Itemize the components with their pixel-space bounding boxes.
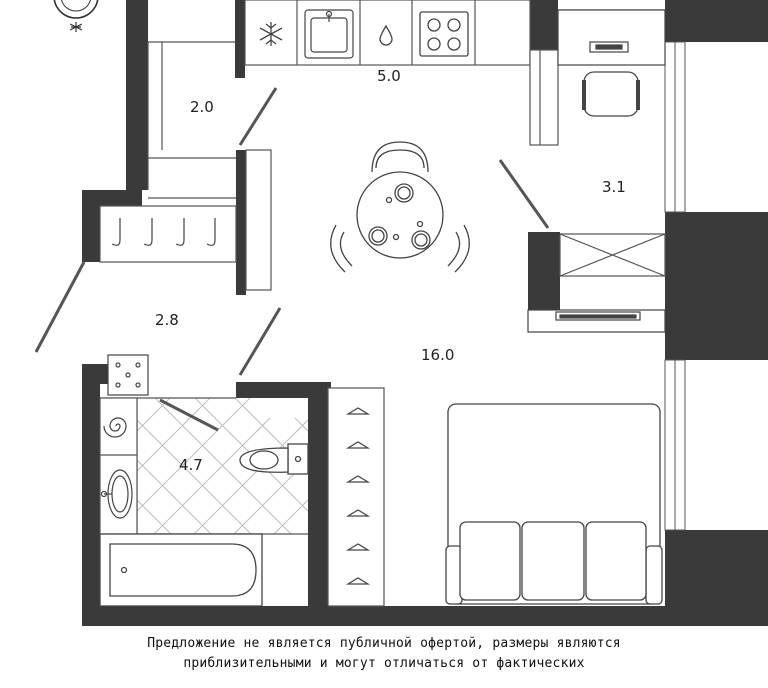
washer-icon (103, 417, 127, 438)
wall-right-top (665, 0, 768, 42)
pantry-walls (147, 41, 236, 199)
area-label-bathroom: 4.7 (179, 456, 203, 474)
snowflake-icon (259, 22, 283, 46)
wall-bath-top-right (236, 382, 331, 398)
shower-tray (107, 354, 149, 396)
water-drop-icon (379, 24, 393, 46)
bathroom-door (159, 398, 219, 432)
loggia-door (498, 159, 550, 229)
bath-entry-door (238, 307, 282, 376)
desk (557, 9, 666, 66)
living-wardrobe (327, 387, 385, 607)
disclaimer-line-1: Предложение не является публичной оферто… (147, 636, 621, 651)
wall-bath-left (82, 364, 100, 626)
area-label-pantry: 2.0 (190, 98, 214, 116)
compass-logo-icon (53, 0, 99, 32)
washbasin-icon (100, 469, 133, 519)
walls (82, 0, 768, 626)
hall-closet (245, 149, 272, 291)
entrance-door (34, 261, 86, 353)
disclaimer-line-2: приблизительными и могут отличаться от ф… (183, 656, 585, 671)
area-label-loggia: 3.1 (602, 178, 626, 196)
loggia-storage (559, 233, 666, 277)
kitchen-counter (244, 0, 531, 66)
area-label-kitchen: 5.0 (377, 67, 401, 85)
living-hangers (345, 407, 371, 585)
toilet-icon (239, 443, 309, 475)
wall-bottom (82, 606, 768, 626)
wall-top-right (530, 0, 558, 50)
area-label-hallway: 2.8 (155, 311, 179, 329)
wall-loggia-block (528, 232, 560, 312)
area-label-living: 16.0 (421, 346, 454, 364)
wall-top-left-stub (126, 0, 148, 190)
sofa-bed (445, 403, 663, 605)
windows (664, 41, 686, 531)
pantry-door (238, 87, 278, 146)
tv-cabinet (527, 309, 666, 333)
dining-set (330, 141, 470, 273)
wall-hall-left-block (82, 190, 100, 262)
stove-icon (419, 11, 469, 57)
sink-icon (304, 9, 354, 59)
wall-right-bottom (665, 530, 768, 626)
wall-pantry-partition (236, 150, 246, 295)
bathtub-icon (99, 533, 263, 607)
wall-hall-left-cap (82, 190, 142, 206)
wall-right-mid (665, 212, 768, 360)
hall-wardrobe (99, 205, 237, 263)
floor-plan: 5.0 2.0 3.1 2.8 16.0 4.7 (34, 0, 768, 626)
wall-bath-right (308, 382, 328, 626)
hall-hangers (111, 218, 216, 246)
wall-kitchen-left (235, 0, 245, 78)
desk-chair (582, 71, 640, 117)
